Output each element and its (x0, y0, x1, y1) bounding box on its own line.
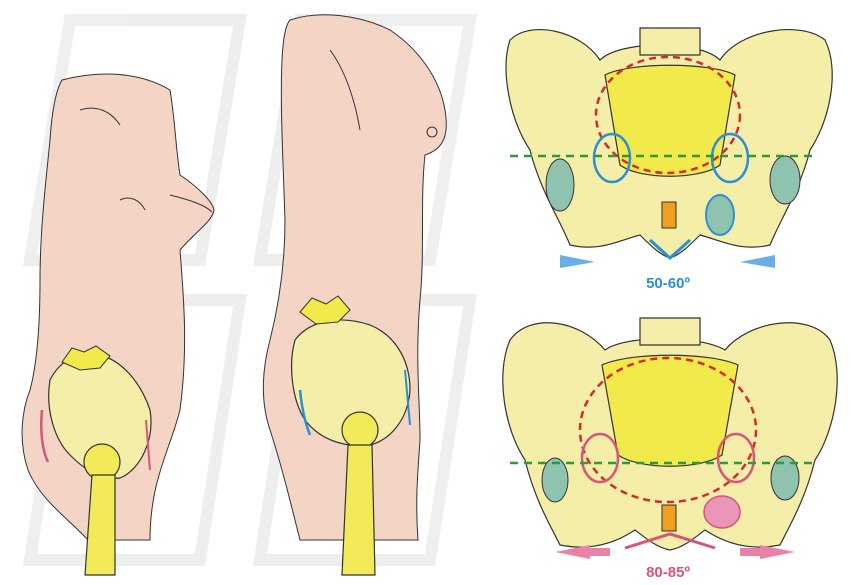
male-subpubic-angle (648, 238, 692, 261)
female-right-lateral-foramen (770, 455, 800, 501)
male-right-obturator (705, 194, 735, 236)
female-symphysis (661, 504, 677, 532)
male-pelvic-inlet (594, 55, 742, 175)
female-pelvis-front: 80-85º (502, 317, 838, 581)
female-left-arrow-shaft (588, 548, 610, 556)
male-femur (341, 411, 379, 576)
female-left-arrow (555, 545, 590, 559)
female-right-obturator (703, 495, 741, 529)
female-side-pelvis (40, 345, 152, 479)
male-right-arrow (740, 255, 775, 268)
male-symphysis (661, 201, 677, 229)
male-vertebra (639, 27, 701, 56)
male-pelvis-front: 50-60º (505, 27, 833, 292)
female-right-arrow-shaft (740, 548, 762, 556)
female-subpubic-angle (624, 532, 716, 550)
female-left-acetabulum (580, 432, 620, 484)
male-angle-label: 50-60º (646, 275, 690, 292)
male-right-acetabulum (710, 132, 750, 184)
female-pubic-line (145, 419, 151, 471)
male-side-pelvis (291, 295, 411, 447)
female-right-arrow (760, 545, 795, 559)
female-angle-label: 80-85º (646, 564, 690, 581)
male-right-lateral-foramen (769, 155, 801, 205)
female-femur (83, 443, 121, 576)
male-sacrum (604, 64, 736, 177)
female-sacral-curve (40, 409, 50, 463)
female-pelvic-inlet (578, 356, 758, 504)
female-sacrum (601, 354, 739, 467)
female-left-obturator (541, 457, 569, 503)
male-sacral-curve (298, 389, 312, 436)
male-left-acetabulum (592, 132, 632, 184)
male-pubic-line (404, 369, 411, 426)
female-vertebra (639, 317, 701, 346)
female-right-acetabulum (716, 432, 756, 484)
male-left-arrow (560, 255, 595, 268)
male-left-obturator (545, 158, 575, 212)
